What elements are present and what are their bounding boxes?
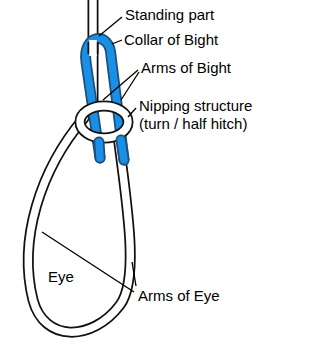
bight-arm <box>99 142 100 158</box>
leader-line <box>112 40 122 44</box>
part-label: Arms of Eye <box>138 287 308 305</box>
standing-part-over <box>89 40 97 56</box>
part-label: Collar of Bight <box>124 31 304 49</box>
part-label: Nipping structure (turn / half hitch) <box>139 97 281 133</box>
eye-rope <box>28 118 130 332</box>
leader-line <box>132 262 136 286</box>
part-label: Standing part <box>125 6 305 24</box>
leader-line <box>128 108 136 117</box>
nipping-turn-outline <box>80 106 128 138</box>
bight-arm-outline <box>99 142 100 158</box>
leader-line <box>103 70 138 100</box>
part-label: Arms of Bight <box>141 59 311 77</box>
leader-line <box>121 72 139 100</box>
eye-rope-outline <box>28 118 130 332</box>
leader-line <box>42 232 134 292</box>
part-label: Eye <box>48 268 108 286</box>
leader-line <box>99 17 122 36</box>
bight-arm-outline <box>121 140 124 160</box>
nipping-turn <box>80 106 128 138</box>
bight-arm <box>121 140 124 160</box>
